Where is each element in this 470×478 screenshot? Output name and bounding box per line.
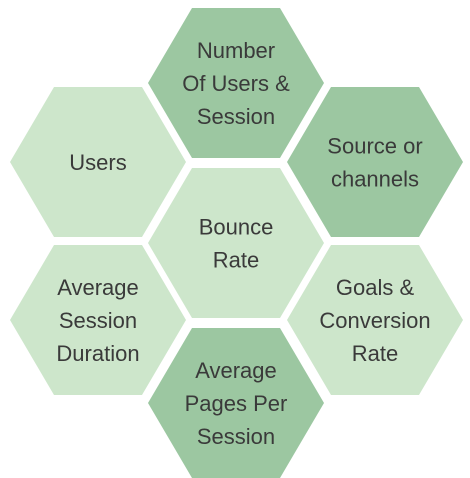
- hexagon-label-line: Number: [197, 38, 275, 63]
- hexagon-label-line: Session: [197, 424, 275, 449]
- hexagon-label-line: channels: [331, 167, 419, 192]
- hexagon-users: Users: [10, 87, 186, 237]
- hexagon-number-of-users-session: Number Of Users & Session: [148, 8, 324, 158]
- hexagon-label-line: Rate: [213, 248, 259, 273]
- hexagon-label-line: Bounce: [199, 215, 274, 240]
- hexagon-label-line: Session: [197, 104, 275, 129]
- hexagon-label-line: Session: [59, 308, 137, 333]
- hexagon-label-line: Rate: [352, 341, 398, 366]
- hexagon-shape: [10, 87, 186, 237]
- hexagon-label-line: Conversion: [319, 308, 430, 333]
- hexagon-label-line: Users: [69, 150, 126, 175]
- hexagon-shape: [148, 168, 324, 318]
- hexagon-shape: [287, 87, 463, 237]
- hexagon-shape: [10, 245, 186, 395]
- hexagon-label-line: Goals &: [336, 275, 415, 300]
- hexagon-label-line: Pages Per: [185, 391, 288, 416]
- hexagon-shape: [287, 245, 463, 395]
- hexagon-label-line: Duration: [56, 341, 139, 366]
- hexagon-label-line: Average: [57, 275, 139, 300]
- hexagon-label-line: Average: [195, 358, 277, 383]
- hexagon-shape: [148, 328, 324, 478]
- hexagon-label-line: Source or: [327, 134, 422, 159]
- hexagon-label-line: Of Users &: [182, 71, 290, 96]
- hexagon-shape: [148, 8, 324, 158]
- hexagon-source-or-channels: Source or channels: [287, 87, 463, 237]
